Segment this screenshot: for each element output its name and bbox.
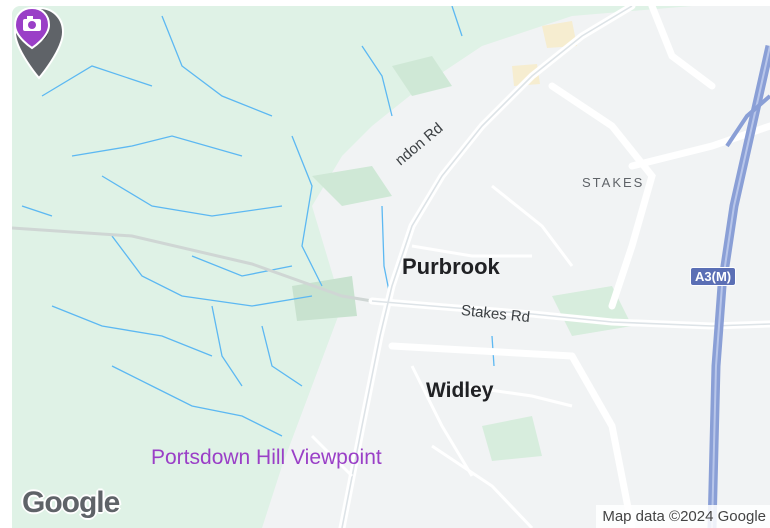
park-patch — [292, 276, 357, 321]
map-attribution[interactable]: Map data ©2024 Google — [596, 505, 770, 528]
place-label-purbrook: Purbrook — [402, 254, 500, 279]
map-canvas[interactable]: ndon Rd STAKES Purbrook Stakes Rd Widley… — [12, 6, 770, 528]
sand-patch — [542, 21, 577, 48]
sand-patch — [512, 64, 540, 86]
google-logo: Google — [22, 486, 120, 519]
park-patch — [482, 416, 542, 461]
place-label-widley: Widley — [426, 379, 494, 402]
park-patch — [312, 166, 392, 206]
urban-area-east — [532, 126, 712, 336]
map-base-layer — [12, 6, 770, 528]
residential-streets — [310, 184, 574, 528]
minor-road — [12, 226, 373, 303]
place-label-stakes: STAKES — [582, 175, 645, 190]
motorway-lane — [711, 45, 770, 528]
road-shield-a3m: A3(M) — [690, 267, 737, 286]
motorway-slip — [725, 94, 770, 148]
park-patch — [392, 56, 452, 96]
camera-icon[interactable] — [12, 6, 52, 50]
streams — [21, 6, 495, 437]
urban-area — [262, 6, 770, 528]
poi-label-portsdown-hill-viewpoint[interactable]: Portsdown Hill Viewpoint — [151, 446, 382, 469]
